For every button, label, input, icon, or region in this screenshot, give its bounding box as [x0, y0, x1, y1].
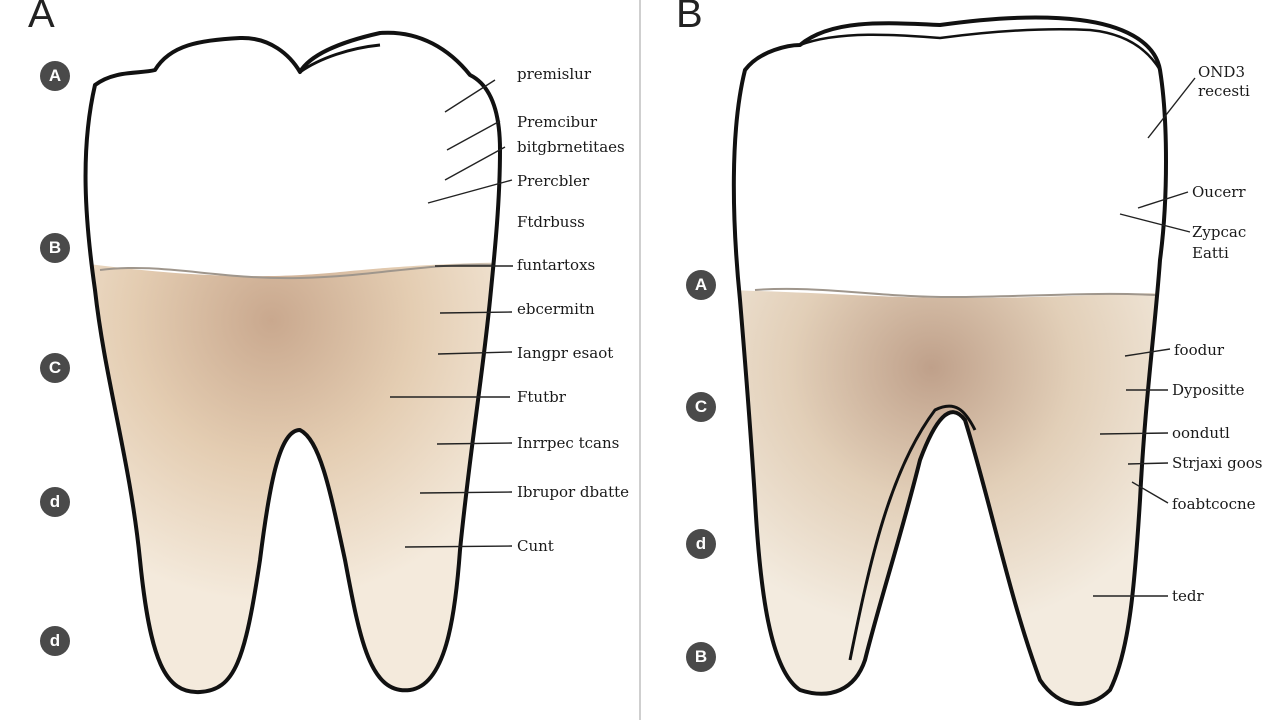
left-label: Prercbler [517, 172, 590, 190]
left-badge: A [40, 61, 70, 91]
right-label: Oucerr [1192, 183, 1246, 201]
left-badge: B [40, 233, 70, 263]
left-cusp-line [299, 43, 381, 74]
right-badge: B [686, 642, 716, 672]
right-label: foodur [1174, 341, 1225, 359]
leader-line [1131, 481, 1169, 504]
left-badge: d [40, 626, 70, 656]
right-label: foabtcocne [1172, 495, 1256, 513]
right-label: Dypositte [1172, 381, 1245, 399]
leader-line [1119, 213, 1191, 233]
leader-line [1147, 77, 1196, 139]
leader-line [404, 545, 513, 548]
leader-line [427, 179, 513, 204]
left-crown-enamel [85, 32, 500, 277]
right-label: Strjaxi goos [1172, 454, 1263, 472]
right-crown-enamel [733, 17, 1166, 298]
leader-line [439, 311, 513, 314]
panel-letter-right: B [676, 0, 703, 36]
leader-lines [390, 77, 1196, 597]
right-inner-root [848, 404, 977, 661]
left-label: Premcibur [517, 113, 597, 131]
leader-line [437, 351, 513, 355]
right-tooth-outline [731, 15, 1168, 706]
leader-line [444, 79, 496, 113]
leader-line [444, 146, 506, 181]
right-label: Zypcac [1192, 223, 1247, 241]
right-label: Eatti [1192, 244, 1229, 262]
right-label: tedr [1172, 587, 1204, 605]
left-label: Iangpr esaot [517, 344, 614, 362]
leader-line [436, 442, 513, 445]
right-label: OND3 [1198, 63, 1245, 81]
right-root-dentin [733, 280, 1166, 704]
right-crown-top-line [799, 28, 1162, 71]
leader-line [419, 491, 513, 494]
leader-line [446, 120, 501, 151]
right-badge: d [686, 529, 716, 559]
left-badge: C [40, 353, 70, 383]
left-badge: d [40, 487, 70, 517]
left-label: premislur [517, 65, 591, 83]
left-tooth-outline [83, 30, 502, 695]
left-label: Ftdrbuss [517, 213, 585, 231]
right-label: oondutl [1172, 424, 1230, 442]
left-tooth [83, 30, 502, 695]
leader-line [1137, 191, 1189, 209]
leader-line [1127, 462, 1169, 465]
left-label: Ibrupor dbatte [517, 483, 630, 501]
left-label: Inrrpec tcans [517, 434, 620, 452]
left-label: bitgbrnetitaes [517, 138, 625, 156]
right-badge: C [686, 392, 716, 422]
leader-line [1099, 432, 1169, 435]
left-label: Ftutbr [517, 388, 566, 406]
left-label: funtartoxs [517, 256, 596, 274]
left-label: ebcermitn [517, 300, 595, 318]
right-tooth [731, 15, 1168, 706]
right-badge: A [686, 270, 716, 300]
right-label: recesti [1198, 82, 1250, 100]
panel-divider [639, 0, 641, 720]
left-label: Cunt [517, 537, 554, 555]
panel-letter-left: A [28, 0, 55, 36]
leader-line [1124, 348, 1171, 357]
right-cej-line [754, 287, 1156, 299]
